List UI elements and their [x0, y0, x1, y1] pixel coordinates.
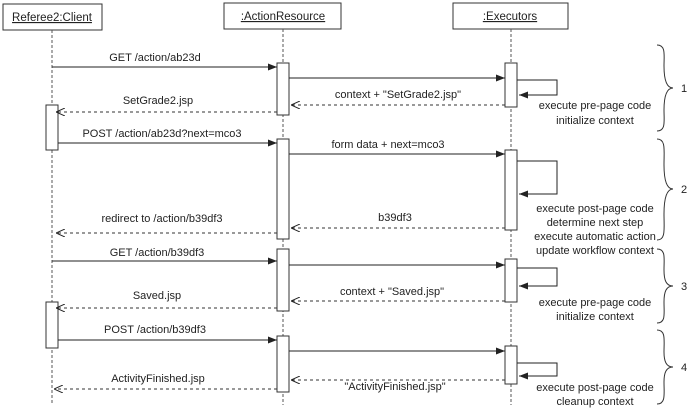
phase-brace-3: 3: [656, 248, 687, 324]
message-label: SetGrade2.jsp: [123, 95, 193, 107]
self-call-1: [517, 79, 558, 99]
note-line: cleanup context: [556, 396, 633, 408]
note-line: execute automatic action: [534, 231, 656, 243]
note-line: execute post-page code: [536, 382, 653, 394]
message-label: Saved.jsp: [133, 290, 181, 302]
self-call-3: [517, 267, 558, 290]
participant-resource-label: :ActionResource: [241, 11, 325, 23]
self-call-2: [517, 160, 558, 198]
message-label: GET /action/ab23d: [109, 52, 201, 64]
message-label: context + "Saved.jsp": [340, 286, 444, 298]
activation-executors-1: [504, 62, 518, 108]
activation-resource-2: [276, 138, 290, 240]
note-line: execute post-page code: [536, 203, 653, 215]
message-label: form data + next=mco3: [331, 139, 444, 151]
phase-brace-4: 4: [656, 329, 687, 405]
message-label: POST /action/b39df3: [104, 324, 206, 336]
participant-executors: :Executors: [452, 2, 569, 30]
activation-client-2: [45, 301, 59, 349]
activation-executors-2: [504, 149, 518, 231]
note-line: determine next step: [547, 217, 644, 229]
note-line: execute pre-page code: [539, 100, 652, 112]
message-label: POST /action/ab23d?next=mco3: [82, 128, 241, 140]
phase-number: 1: [681, 83, 687, 95]
message-label: redirect to /action/b39df3: [101, 213, 222, 225]
activation-resource-4: [276, 335, 290, 393]
phase-number: 4: [681, 362, 687, 374]
message-label: GET /action/b39df3: [110, 247, 205, 259]
note-phase-2: execute post-page code determine next st…: [534, 203, 656, 257]
phase-number: 3: [681, 281, 687, 293]
note-line: execute pre-page code: [539, 297, 652, 309]
activation-executors-3: [504, 258, 518, 303]
phase-brace-1: 1: [656, 44, 687, 132]
participant-executors-label: :Executors: [483, 11, 538, 23]
note-phase-3: execute pre-page code initialize context: [539, 297, 652, 323]
participant-action-resource: :ActionResource: [223, 2, 342, 30]
note-phase-1: execute pre-page code initialize context: [539, 100, 652, 127]
activation-resource-1: [276, 62, 290, 116]
message-label: "ActivityFinished.jsp": [344, 381, 445, 393]
self-call-4: [517, 362, 558, 380]
activation-executors-4: [504, 345, 518, 385]
message-label: ActivityFinished.jsp: [111, 373, 205, 385]
note-line: initialize context: [556, 311, 634, 323]
message-label: b39df3: [378, 212, 412, 224]
phase-number: 2: [681, 184, 687, 196]
note-line: update workflow context: [536, 245, 654, 257]
message-label: context + "SetGrade2.jsp": [335, 89, 461, 101]
participant-client: Referee2:Client: [2, 3, 103, 31]
note-phase-4: execute post-page code cleanup context: [536, 382, 653, 408]
activation-client-1: [45, 104, 59, 151]
phase-brace-2: 2: [656, 138, 687, 241]
activation-resource-3: [276, 248, 290, 312]
participant-client-label: Referee2:Client: [12, 12, 93, 24]
note-line: initialize context: [556, 115, 634, 127]
